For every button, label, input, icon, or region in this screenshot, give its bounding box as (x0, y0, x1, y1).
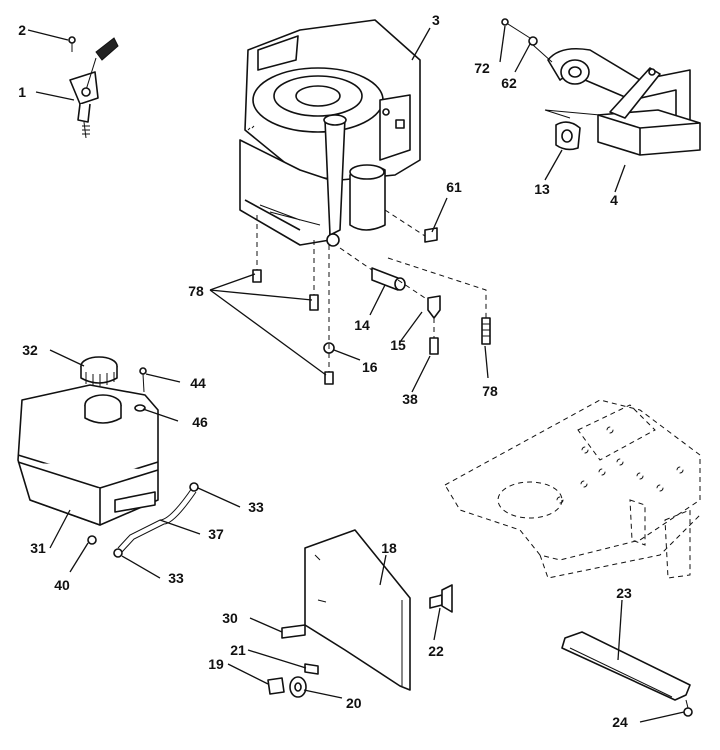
label-throttle-control: 1 (18, 84, 26, 100)
throttle-control-drawing (68, 36, 119, 139)
label-wing-bolt-22: 22 (428, 643, 444, 659)
fuel-tank-drawing (17, 356, 199, 558)
label-clamp-33b: 33 (168, 570, 184, 586)
heat-shield-drawing (267, 529, 453, 698)
engine-drawing (239, 19, 421, 247)
label-clamp-33a: 33 (248, 499, 264, 515)
label-fuel-line: 37 (208, 526, 224, 542)
label-muffler: 4 (610, 192, 618, 208)
label-screw-72: 72 (474, 60, 490, 76)
muffler-drawing (501, 18, 701, 156)
label-plate-23: 23 (616, 585, 632, 601)
label-fuel-tank: 31 (30, 540, 46, 556)
label-fuel-cap: 32 (22, 342, 38, 358)
label-engine: 3 (432, 12, 440, 28)
label-bolts-78: 78 (188, 283, 204, 299)
leader-lines (27, 25, 685, 723)
label-washer-21: 21 (230, 642, 246, 658)
label-pulley-15: 15 (390, 337, 406, 353)
label-pad-30: 30 (222, 610, 238, 626)
label-washer-62: 62 (501, 75, 517, 91)
frame-drawing (444, 399, 701, 579)
label-throttle-screw: 2 (18, 22, 26, 38)
mounting-hardware-drawing (252, 209, 491, 385)
label-bolt-78b: 78 (482, 383, 498, 399)
label-screw-24: 24 (612, 714, 628, 730)
label-heat-shield: 18 (381, 540, 397, 556)
label-nut-19: 19 (208, 656, 224, 672)
label-washer-46: 46 (192, 414, 208, 430)
label-washer-20: 20 (346, 695, 362, 711)
label-bolt-40: 40 (54, 577, 70, 593)
label-screw-44: 44 (190, 375, 206, 391)
label-spacer-14: 14 (354, 317, 370, 333)
plate-drawing (561, 631, 693, 717)
part-labels: 1 2 3 4 13 14 15 16 18 19 20 21 22 23 24… (18, 12, 632, 730)
label-washer-16: 16 (362, 359, 378, 375)
label-nut-61: 61 (446, 179, 462, 195)
label-bolt-38: 38 (402, 391, 418, 407)
label-gasket-13: 13 (534, 181, 550, 197)
